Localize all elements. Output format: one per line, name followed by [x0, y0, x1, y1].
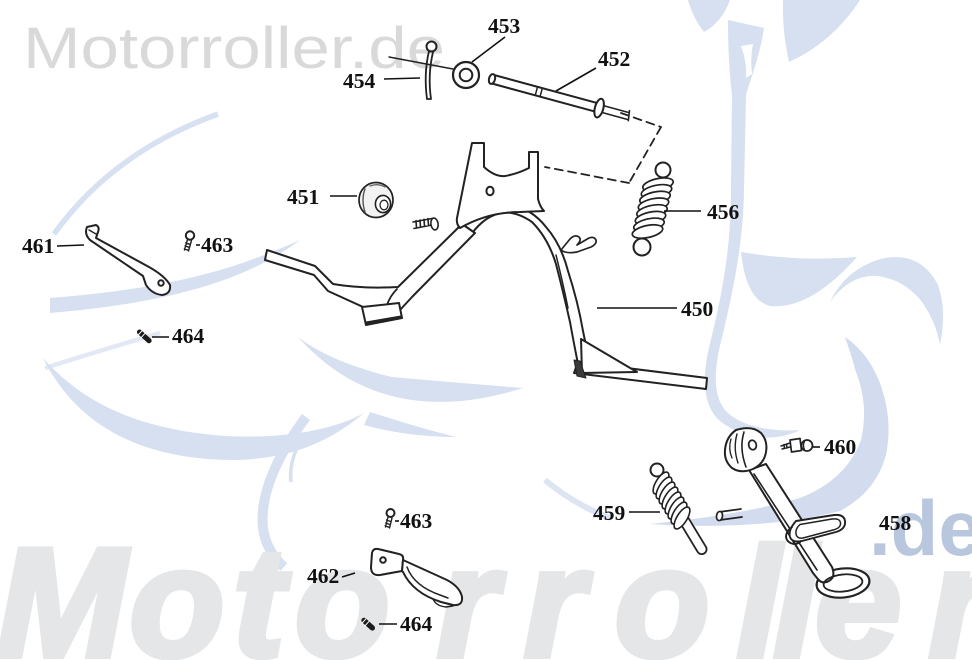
- svg-text:Motorroller.de: Motorroller.de: [23, 16, 445, 81]
- svg-text:.de: .de: [869, 484, 972, 572]
- svg-text:454: 454: [343, 69, 376, 93]
- svg-text:464: 464: [172, 324, 205, 348]
- svg-text:451: 451: [287, 185, 319, 209]
- svg-text:458: 458: [879, 511, 912, 535]
- svg-text:450: 450: [681, 297, 713, 321]
- svg-text:463: 463: [400, 509, 433, 533]
- svg-text:452: 452: [598, 47, 630, 71]
- svg-text:456: 456: [707, 200, 740, 224]
- svg-text:464: 464: [400, 612, 433, 636]
- svg-text:453: 453: [488, 14, 521, 38]
- svg-text:462: 462: [307, 564, 339, 588]
- svg-text:459: 459: [593, 501, 625, 525]
- svg-text:461: 461: [22, 234, 54, 258]
- svg-text:460: 460: [824, 435, 856, 459]
- svg-text:463: 463: [201, 233, 234, 257]
